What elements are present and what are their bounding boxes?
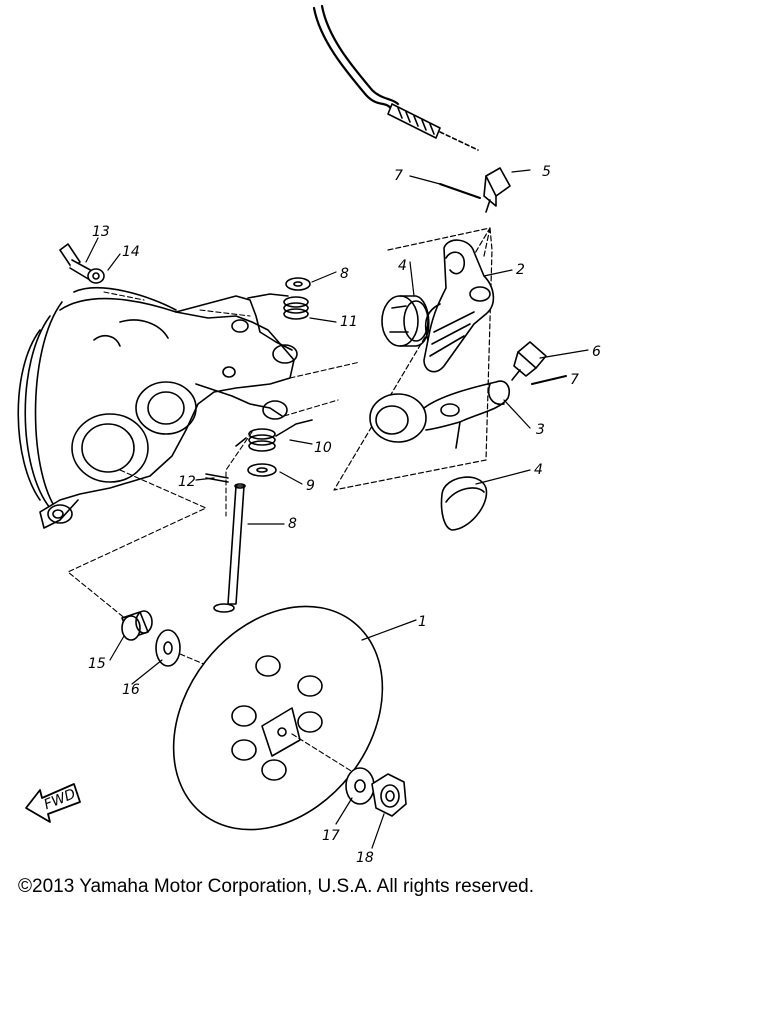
label-part-4-lower: 4: [534, 462, 543, 478]
caliper-housing: [17, 287, 298, 529]
label-part-7-upper: 7: [394, 168, 403, 184]
fwd-direction-arrow: [25, 783, 81, 823]
copyright-notice: ©2013 Yamaha Motor Corporation, U.S.A. A…: [18, 876, 534, 897]
part-3-brake-arm: [369, 380, 511, 449]
label-part-10: 10: [314, 440, 332, 456]
label-part-16: 16: [122, 682, 140, 698]
part-15-bushing: [121, 610, 153, 641]
part-18-nut: [371, 773, 407, 817]
label-part-17: 17: [322, 828, 340, 844]
part-11-spring: [247, 293, 309, 320]
label-part-2: 2: [516, 262, 525, 278]
part-2-lever-bracket: [423, 239, 495, 373]
part-1-brake-disc: [172, 605, 384, 831]
label-part-3: 3: [536, 422, 545, 438]
label-part-11: 11: [340, 314, 358, 330]
part-16-washer: [155, 629, 181, 667]
label-part-4-upper: 4: [398, 258, 407, 274]
part-4-pad-upper: [381, 295, 430, 347]
part-14-nut: [87, 268, 105, 284]
label-part-6: 6: [592, 344, 601, 360]
label-part-8-upper: 8: [340, 266, 349, 282]
part-9-washer: [247, 463, 277, 477]
part-10-spring: [235, 419, 313, 452]
label-part-9: 9: [306, 478, 315, 494]
control-cable: [312, 4, 479, 151]
label-part-5: 5: [542, 164, 551, 180]
label-part-18: 18: [356, 850, 374, 866]
part-6-fitting: [511, 341, 547, 381]
part-7-pin-lower: [531, 375, 567, 385]
part-5-cable-end: [483, 167, 511, 213]
part-17-washer: [345, 767, 375, 805]
label-part-7-lower: 7: [570, 372, 579, 388]
label-part-14: 14: [122, 244, 140, 260]
label-part-15: 15: [88, 656, 106, 672]
leader-lines: [85, 169, 589, 849]
label-part-12: 12: [178, 474, 196, 490]
part-8-pivot-pin: [213, 483, 246, 613]
label-part-1: 1: [418, 614, 427, 630]
dashed-guide-lines: [67, 291, 361, 625]
part-4-pad-lower: [440, 476, 488, 531]
label-part-13: 13: [92, 224, 110, 240]
part-7-pin-upper: [439, 183, 481, 199]
part-8-washer: [285, 277, 311, 291]
label-part-8-lower: 8: [288, 516, 297, 532]
